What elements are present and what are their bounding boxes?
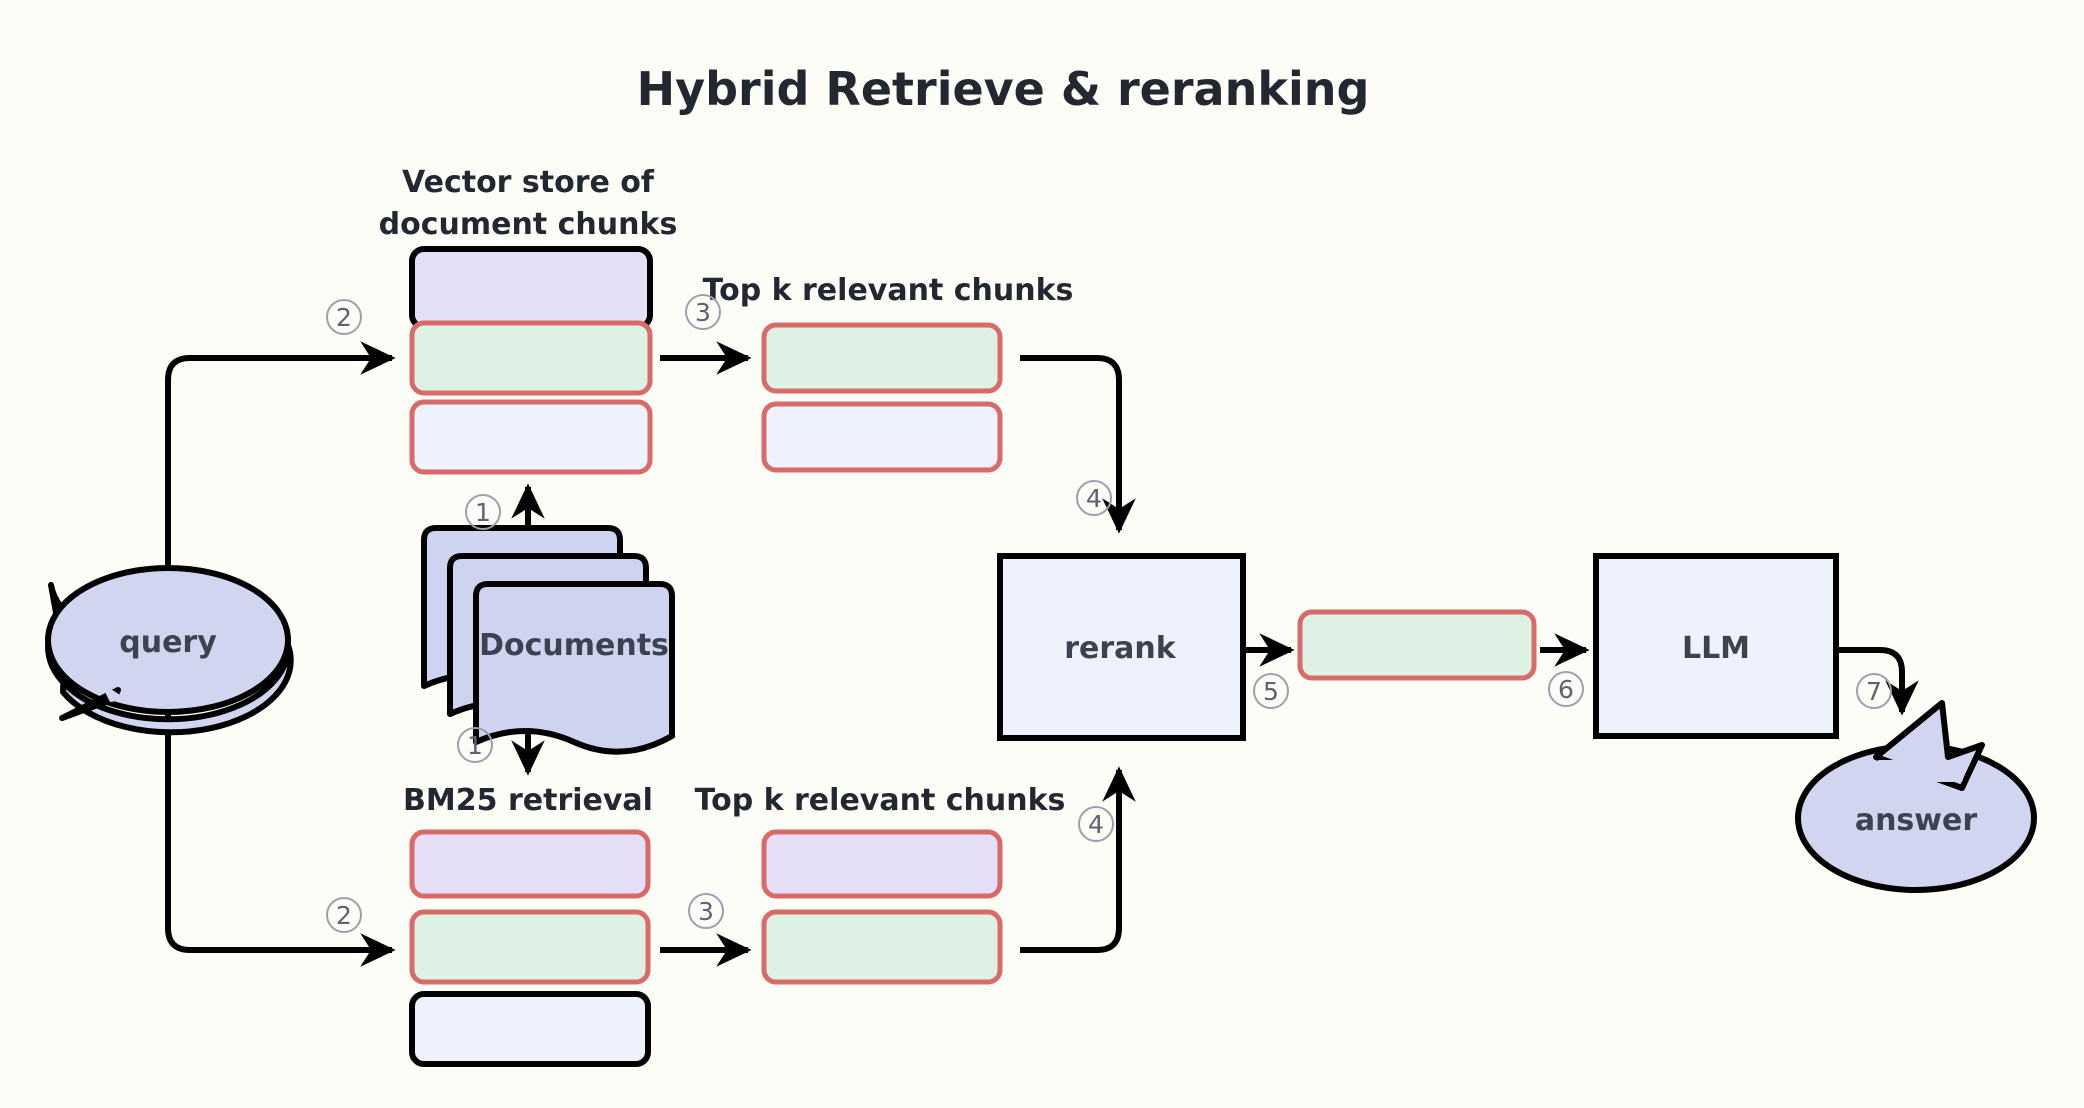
step-badge-2b: 2 [326,897,362,933]
step-number-1a: 1 [475,498,491,527]
vector-store-chunk-1[interactable] [409,246,653,330]
vector-store-chunk-3[interactable] [409,399,653,475]
step-badge-3a: 3 [685,294,721,330]
llm-node[interactable]: LLM [1593,553,1839,739]
vector-store-label-line2: document chunks [379,207,678,242]
topk-bm25-chunk-2[interactable] [761,909,1003,985]
step-circle-3a [685,294,721,330]
step-badge-1a: 1 [465,494,501,530]
bm25-chunk-1[interactable] [409,829,651,899]
llm-box [1593,553,1839,739]
topk-vector-chunk-1[interactable] [761,322,1003,394]
edge-query-to-bm25 [165,660,396,967]
step-badge-1b: 1 [457,727,493,763]
step-circle-6 [1548,671,1584,707]
documents-stack[interactable]: Documents [421,525,675,755]
query-bubble-ellipse [45,565,291,715]
rerank-node[interactable]: rerank [997,553,1246,741]
answer-bubble[interactable]: answer [1795,700,2037,893]
vector-store-chunk-2[interactable] [409,320,653,396]
step-number-4b: 4 [1088,810,1104,839]
reranked-chunk[interactable] [1297,609,1537,681]
edge-llm-to-answer [1832,647,1919,716]
step-circle-7 [1856,673,1892,709]
step-number-3a: 3 [695,298,711,327]
step-number-2a: 2 [336,303,352,332]
topk-vector-chunk-2[interactable] [761,401,1003,473]
step-badge-7: 7 [1856,673,1892,709]
step-number-5: 5 [1263,677,1279,706]
bm25-chunk-3[interactable] [409,991,651,1067]
step-circle-1a [465,494,501,530]
topk-bm25-label: Top k relevant chunks [695,783,1066,818]
answer-label: answer [1855,803,1978,838]
vector-store-label-line1: Vector store of [402,165,655,200]
step-number-3b: 3 [698,897,714,926]
step-circle-1b [457,727,493,763]
step-number-6: 6 [1558,675,1574,704]
llm-label: LLM [1682,631,1750,666]
step-number-2b: 2 [336,901,352,930]
step-number-1b: 1 [467,731,483,760]
step-circle-2b [326,897,362,933]
step-number-4a: 4 [1086,484,1102,513]
step-badge-3b: 3 [688,893,724,929]
edge-topk-bm25-to-rerank [1020,766,1136,953]
step-number-7: 7 [1866,677,1882,706]
documents-label: Documents [479,628,669,663]
step-circle-4a [1076,480,1112,516]
step-circle-4b [1078,806,1114,842]
step-badge-4b: 4 [1078,806,1114,842]
diagram-title: Hybrid Retrieve & reranking [637,62,1370,116]
query-label: query [119,625,217,660]
document-sheet-front [473,581,675,755]
topk-vector-label: Top k relevant chunks [703,273,1074,308]
query-bubble[interactable]: query [45,565,294,736]
edge-query-to-vectorstore [165,341,396,700]
step-circle-2a [326,299,362,335]
step-circle-3b [688,893,724,929]
edge-topk-vector-to-rerank [1020,355,1136,534]
step-badge-2a: 2 [326,299,362,335]
step-badge-6: 6 [1548,671,1584,707]
topk-bm25-chunk-1[interactable] [761,829,1003,899]
step-badge-5: 5 [1253,673,1289,709]
step-badge-4a: 4 [1076,480,1112,516]
step-circle-5 [1253,673,1289,709]
bm25-label: BM25 retrieval [403,783,653,818]
bm25-chunk-2[interactable] [409,909,651,985]
rerank-box [997,553,1246,741]
rerank-label: rerank [1064,631,1177,666]
